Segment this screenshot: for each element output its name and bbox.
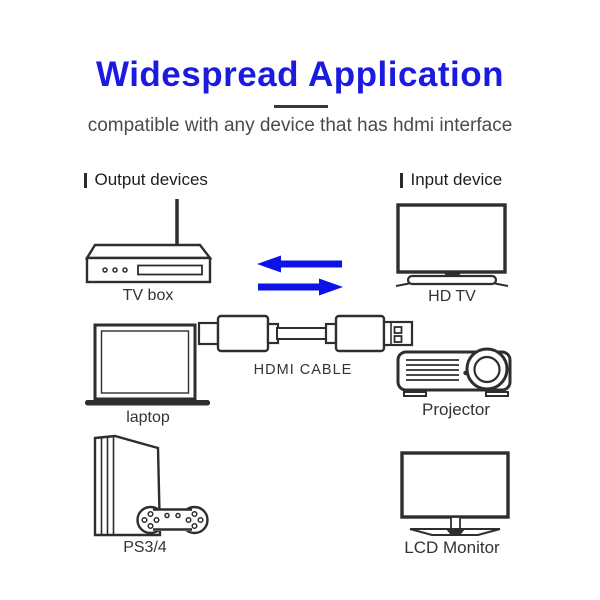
header-bar-icon [400,172,403,188]
lcd-monitor-label: LCD Monitor [404,538,500,557]
hdmi-cable-icon [197,314,414,353]
gamepad-icon [136,505,209,535]
page-title: Widespread Application [95,55,505,94]
ps34-label: PS3/4 [123,539,167,556]
input-device-header: Input device [400,170,502,190]
ps-console-icon [93,434,209,537]
tv-box-label: TV box [122,287,174,304]
hd-tv-icon [395,203,509,287]
right-arrow-icon [258,278,343,296]
projector-label: Projector [421,400,491,419]
transfer-arrows [257,255,343,296]
laptop-icon [85,323,210,406]
output-devices-header: Output devices [84,170,208,190]
subtitle: compatible with any device that has hdmi… [87,115,513,136]
laptop-label: laptop [126,409,170,426]
header-bar-icon [84,172,87,188]
hd-tv-label: HD TV [428,288,476,305]
hdmi-cable-label: HDMI CABLE [253,362,353,378]
input-device-header-label: Input device [410,170,503,189]
projector-icon [396,347,512,397]
title-underline [274,105,328,108]
tv-box-icon [84,199,213,284]
lcd-monitor-icon [400,451,510,536]
left-arrow-icon [257,255,342,273]
output-devices-header-label: Output devices [94,170,208,189]
